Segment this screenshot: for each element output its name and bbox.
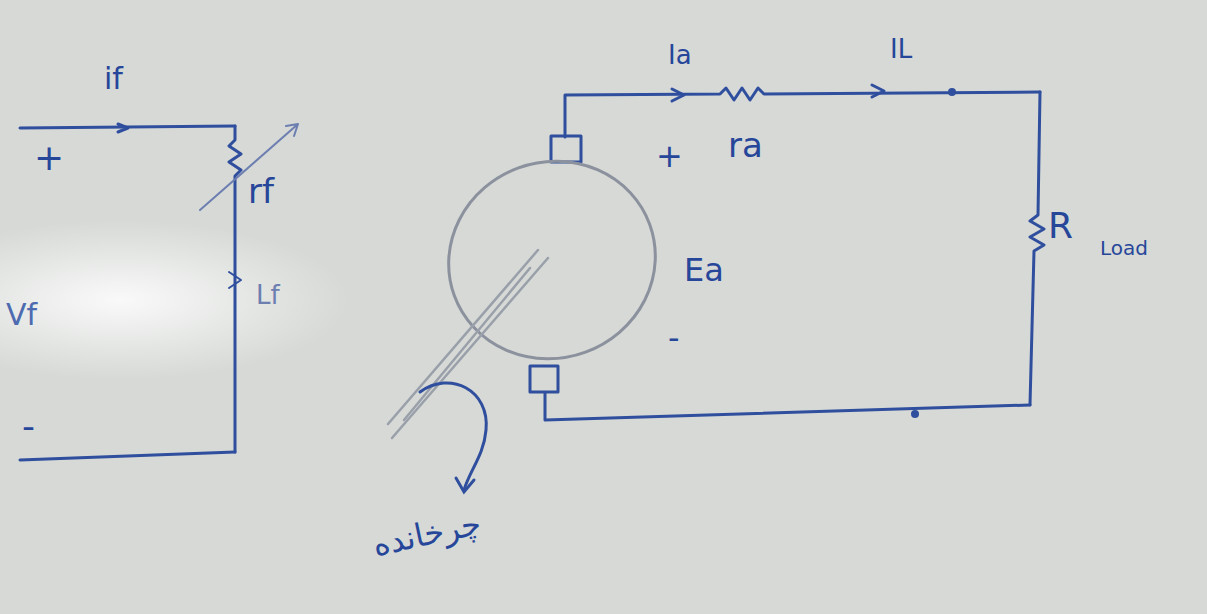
load-resistor-symbol bbox=[1030, 92, 1044, 405]
terminal-dot bbox=[911, 410, 919, 418]
voltage-label: Vf bbox=[6, 300, 37, 330]
field-winding-symbol bbox=[229, 272, 241, 288]
field-wire bbox=[20, 452, 235, 460]
shaft-line bbox=[404, 268, 530, 420]
armature-symbol bbox=[421, 132, 683, 387]
brush-symbol bbox=[530, 366, 558, 392]
rotation-arrow-head bbox=[456, 478, 474, 492]
resistor-label: ra bbox=[728, 128, 763, 162]
shaft-note: چرخانده bbox=[370, 507, 484, 561]
polarity-sign: + bbox=[656, 140, 683, 172]
resistor-label: rf bbox=[248, 174, 274, 208]
armature-wire bbox=[545, 393, 1030, 420]
polarity-sign: + bbox=[34, 140, 64, 176]
current-arrow bbox=[672, 89, 684, 101]
rotation-arrow bbox=[420, 383, 486, 490]
terminal-dot bbox=[948, 88, 956, 96]
resistor-label: R bbox=[1048, 208, 1073, 244]
emf-label: Ea bbox=[684, 254, 724, 286]
current-arrow bbox=[118, 124, 128, 132]
shaft-line bbox=[392, 258, 548, 438]
current-label: if bbox=[104, 64, 123, 94]
variable-arrow bbox=[200, 124, 298, 210]
resistor-subscript: Load bbox=[1100, 238, 1148, 258]
winding-label: Lf bbox=[256, 282, 280, 308]
polarity-sign: - bbox=[668, 322, 680, 354]
current-label: Ia bbox=[668, 42, 692, 68]
current-arrow bbox=[872, 85, 884, 97]
polarity-sign: - bbox=[22, 408, 35, 444]
shaft-line bbox=[388, 250, 538, 424]
light-glare bbox=[0, 220, 350, 380]
armature-wire bbox=[565, 88, 1040, 137]
current-label: IL bbox=[890, 36, 912, 62]
brush-symbol bbox=[551, 136, 581, 162]
